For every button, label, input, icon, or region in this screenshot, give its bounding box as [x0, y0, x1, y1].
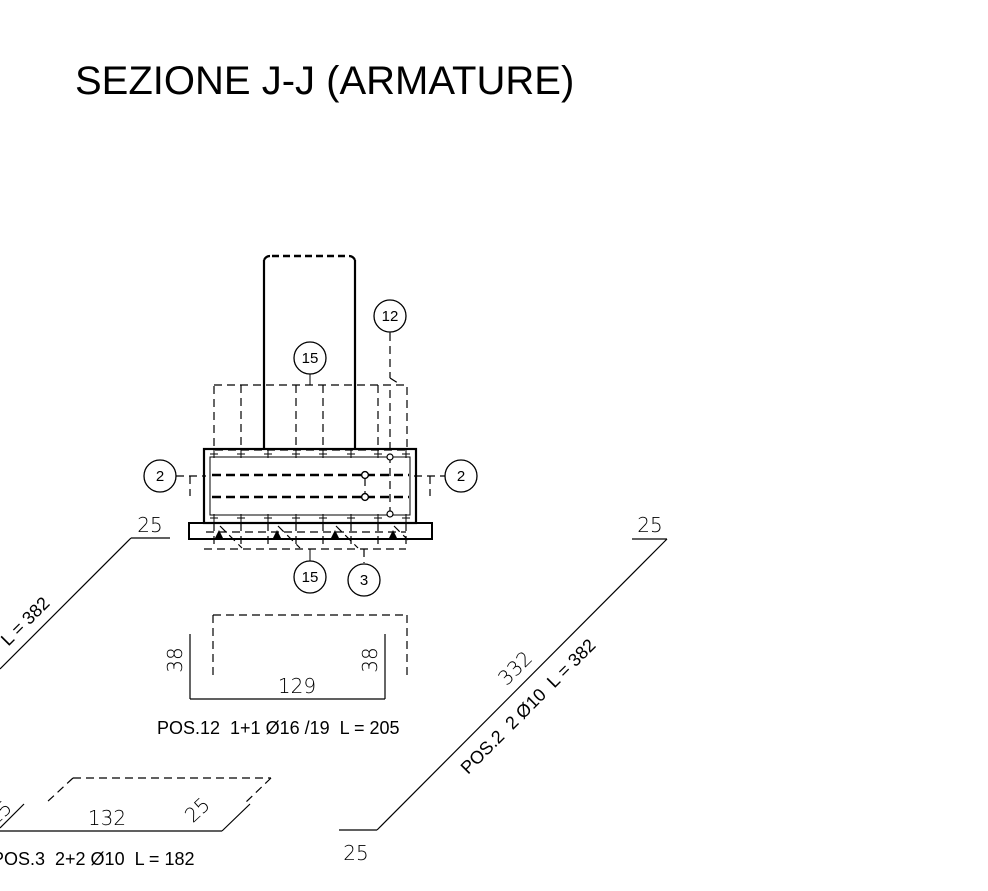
callout-15-bottom-label: 15 — [302, 569, 319, 586]
pos3-dim-mid: 132 — [88, 806, 126, 830]
bar-ticks — [209, 450, 411, 522]
callout-12-label: 12 — [382, 308, 399, 325]
callout-12: 12 — [373, 299, 407, 333]
pos12-dim-right: 38 — [358, 647, 382, 672]
pos12-dim-bottom: 129 — [278, 674, 316, 698]
bar-marker — [330, 530, 340, 540]
pos2-left-dim-top: 25 — [137, 513, 162, 537]
pos3-shape: 25 132 25 POS.3 2+2 Ø10 L = 182 — [0, 777, 272, 869]
callout-15-top-label: 15 — [302, 350, 319, 367]
bar-pos12 — [360, 333, 402, 518]
callout-15-top: 15 — [293, 341, 327, 375]
beam-outline — [188, 447, 433, 540]
callout-3: 3 — [347, 563, 381, 597]
column-outline — [262, 254, 357, 449]
pos2-right-shape: 25 332 25 POS.2 2 Ø10 L = 382 — [339, 513, 668, 865]
bar-marker — [388, 530, 398, 540]
stirrups-bottom — [204, 523, 409, 550]
pos2-left-shape: 25 POS.2 2 Ø10 L = 382 — [0, 513, 170, 736]
pos2-right-dim-diag: 332 — [493, 646, 537, 690]
pos3-label: POS.3 2+2 Ø10 L = 182 — [0, 849, 194, 869]
pos12-shape: 38 38 129 POS.12 1+1 Ø16 /19 L = 205 — [157, 614, 408, 738]
callout-3-label: 3 — [360, 572, 368, 589]
pos3-dim-right: 25 — [180, 792, 215, 827]
callout-2-left: 2 — [143, 459, 177, 493]
pos2-right-dim-top: 25 — [637, 513, 662, 537]
callout-15-bottom: 15 — [293, 560, 327, 594]
callout-2-right-label: 2 — [457, 468, 465, 485]
bar-marker — [272, 530, 282, 540]
pos2-right-dim-bottom: 25 — [343, 841, 368, 865]
stirrups-pos15 — [213, 384, 408, 451]
pos12-dim-left: 38 — [163, 647, 187, 672]
callout-2-left-label: 2 — [156, 468, 164, 485]
drawing-title: SEZIONE J-J (ARMATURE) — [75, 59, 574, 103]
pos12-label: POS.12 1+1 Ø16 /19 L = 205 — [157, 718, 400, 738]
pos2-left-label: POS.2 2 Ø10 L = 382 — [0, 593, 53, 736]
bar-marker — [214, 530, 224, 540]
callout-2-right: 2 — [444, 459, 478, 493]
pos3-dim-left: 25 — [0, 795, 17, 830]
section-view: 12 15 2 2 15 3 — [143, 254, 478, 597]
